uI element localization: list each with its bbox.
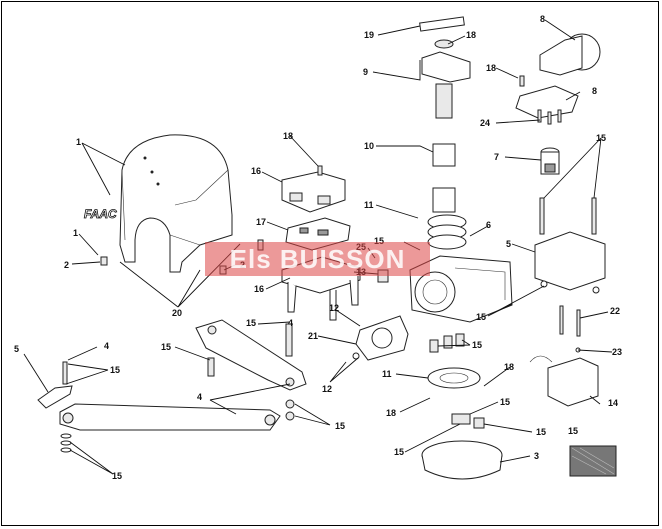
label-14: 14 [608, 398, 618, 408]
label-5-bracket: 5 [14, 344, 19, 354]
label-15-clip: 15 [536, 427, 546, 437]
label-11-gear: 11 [364, 200, 374, 210]
long-arm-4 [59, 399, 295, 431]
label-15-lower: 15 [394, 447, 404, 457]
label-19: 19 [364, 30, 374, 40]
label-15-ring-screw: 15 [500, 397, 510, 407]
label-18-gear: 18 [466, 30, 476, 40]
gear-stack [419, 16, 471, 250]
label-18-motor: 18 [486, 63, 496, 73]
plate-5 [534, 197, 606, 294]
transformer-14 [529, 355, 599, 407]
label-21: 21 [308, 331, 318, 341]
label-18-ring: 18 [504, 362, 514, 372]
cover-part [119, 134, 233, 273]
label-18-lower: 18 [386, 408, 396, 418]
bracket-5-left [37, 361, 73, 453]
board-bracket-16 [281, 171, 346, 213]
callout-labels: 1 1 2 2 20 18 16 17 16 19 18 9 10 11 6 8… [14, 14, 622, 481]
housing-6 [409, 255, 513, 323]
label-5-plate: 5 [506, 239, 511, 249]
label-11-ring: 11 [382, 369, 392, 379]
label-16-bracket: 16 [251, 166, 261, 176]
label-24: 24 [480, 118, 490, 128]
label-8-plate: 8 [592, 86, 597, 96]
label-10: 10 [364, 141, 374, 151]
label-12-keys: 12 [322, 384, 332, 394]
watermark: Els BUISSON [205, 242, 430, 276]
label-4-arm-pin: 4 [288, 318, 293, 328]
label-15-bracket: 15 [110, 365, 120, 375]
pin-22-a [559, 305, 564, 335]
label-18-top: 18 [283, 131, 293, 141]
release-ring [352, 315, 481, 389]
label-8-motor: 8 [540, 14, 545, 24]
label-22: 22 [610, 306, 620, 316]
label-6: 6 [486, 220, 491, 230]
label-1-cover: 1 [76, 137, 81, 147]
pin-22-b [576, 309, 581, 337]
label-4-bracket: 4 [104, 341, 109, 351]
label-15-bolts: 15 [472, 340, 482, 350]
leader-lines [23, 19, 613, 475]
label-9: 9 [363, 67, 368, 77]
label-4-arms: 4 [197, 392, 202, 402]
label-23: 23 [612, 347, 622, 357]
motor-8 [515, 33, 601, 125]
label-15-upper: 15 [374, 236, 384, 246]
label-15-arm-left: 15 [161, 342, 171, 352]
label-15-plate-screws: 15 [596, 133, 606, 143]
part-2-clip [100, 256, 108, 266]
label-15-arm-right: 15 [335, 421, 345, 431]
part-7-spring [540, 147, 560, 175]
label-7: 7 [494, 152, 499, 162]
screw-18-top [317, 165, 323, 176]
label-1-logo: 1 [73, 228, 78, 238]
label-3: 3 [534, 451, 539, 461]
label-15-housing: 15 [476, 312, 486, 322]
label-12-release: 12 [329, 303, 339, 313]
sticker-hatch [571, 447, 615, 475]
label-20: 20 [172, 308, 182, 318]
label-15-sticker: 15 [568, 426, 578, 436]
label-17: 17 [256, 217, 266, 227]
label-15-washers: 15 [112, 471, 122, 481]
arm-4 [195, 319, 307, 391]
lower-cover-3 [421, 413, 503, 480]
label-2-left: 2 [64, 260, 69, 270]
label-16-frame: 16 [254, 284, 264, 294]
brand-logo: FAAC [84, 207, 117, 221]
label-15-arm: 15 [246, 318, 256, 328]
